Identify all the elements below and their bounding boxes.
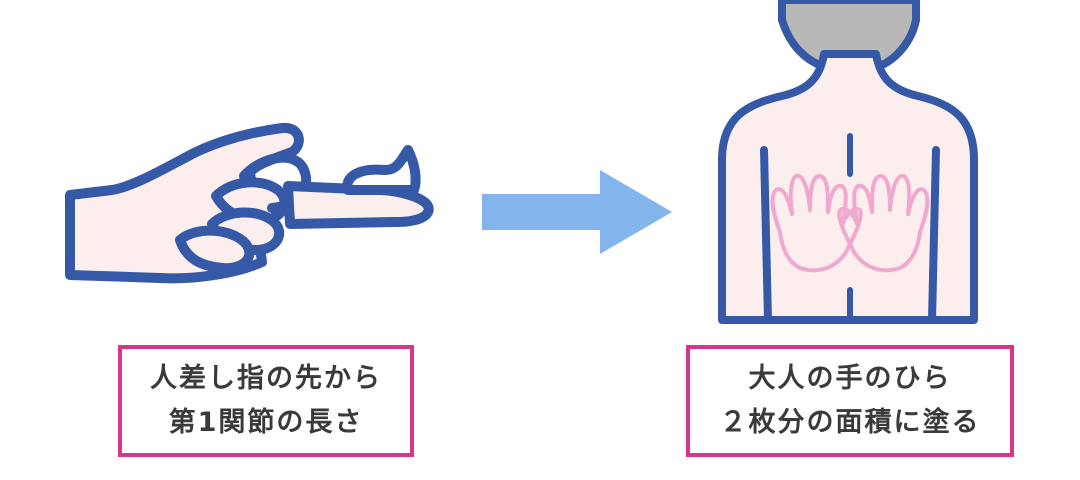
caption-handprints-line1: 大人の手のひら bbox=[748, 363, 952, 394]
arrow-right-icon bbox=[482, 170, 672, 254]
finger-tip-unit-icon bbox=[65, 122, 434, 284]
caption-box-fingertip: 人差し指の先から 第1関節の長さ bbox=[118, 345, 414, 457]
handprint-right bbox=[837, 173, 930, 273]
caption-fingertip-line2: 第1関節の長さ bbox=[168, 407, 364, 438]
back-with-two-handprints-icon bbox=[718, 0, 978, 324]
caption-fingertip-line1: 人差し指の先から bbox=[150, 363, 382, 394]
caption-handprints-line2: ２枚分の面積に塗る bbox=[719, 407, 981, 438]
handprint-left bbox=[770, 173, 863, 273]
caption-box-handprints: 大人の手のひら ２枚分の面積に塗る bbox=[686, 345, 1014, 457]
